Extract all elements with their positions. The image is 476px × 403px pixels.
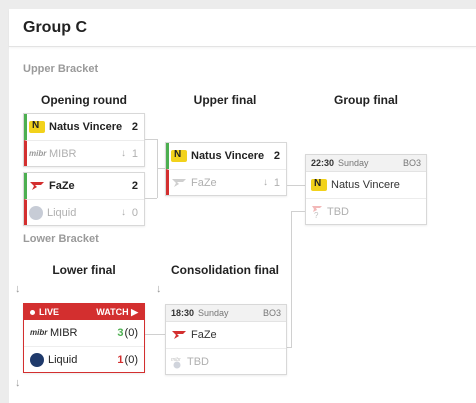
svg-text:?: ? (314, 211, 319, 219)
match-schedule-header: 18:30 Sunday BO3 (166, 305, 286, 322)
team-maps: (0) (124, 353, 138, 366)
upper-bracket-label: Upper Bracket (23, 63, 99, 75)
team-name: Natus Vincere (49, 121, 123, 133)
team-row-loser[interactable]: mibr MIBR ↓ 1 (24, 140, 144, 166)
faze-logo-icon (171, 329, 187, 341)
team-maps: (0) (124, 327, 138, 339)
team-score: 1 (131, 147, 138, 160)
bracket-connector (145, 139, 157, 140)
lower-final-title: Lower final (52, 263, 116, 277)
team-name: Natus Vincere (331, 179, 400, 191)
group-header: Group C (9, 9, 476, 47)
watch-button[interactable]: WATCH ▶ (96, 306, 138, 317)
team-row-winner[interactable]: Natus Vincere 2 (24, 114, 144, 140)
drop-down-arrow-icon: ↓ (263, 177, 268, 188)
side-down-arrow-icon: ↓ (15, 377, 21, 389)
tbd-logo-icon: mibr (171, 355, 183, 369)
consolidation-final-title: Consolidation final (171, 263, 279, 277)
mibr-logo-icon: mibr (29, 148, 47, 158)
match-time: 22:30 (311, 158, 335, 168)
team-row-tbd[interactable]: mibr TBD (166, 348, 286, 374)
bracket-connector (291, 211, 305, 212)
team-row-loser[interactable]: Liquid ↓ 0 (24, 199, 144, 225)
opening-match-1[interactable]: Natus Vincere 2 mibr MIBR ↓ 1 (23, 113, 145, 167)
group-final-title: Group final (334, 93, 398, 107)
lower-bracket-label: Lower Bracket (23, 233, 99, 245)
side-down-arrow-icon: ↓ (15, 283, 21, 295)
team-name: Liquid (48, 353, 78, 366)
group-final-match[interactable]: 22:30 Sunday BO3 Natus Vincere ? TBD (305, 154, 427, 225)
team-score: 2 (273, 150, 280, 162)
team-score: 2 (131, 180, 138, 192)
match-format: BO3 (402, 158, 421, 168)
bracket-connector (291, 211, 292, 347)
team-name: Natus Vincere (191, 150, 265, 162)
navi-logo-icon (171, 149, 187, 162)
faze-logo-icon (171, 177, 187, 189)
bracket-connector (287, 347, 292, 348)
bracket-connector (145, 334, 165, 335)
match-format: BO3 (262, 308, 281, 318)
svg-text:mibr: mibr (171, 357, 181, 363)
side-down-arrow-icon: ↓ (156, 283, 162, 295)
team-name: Liquid (47, 206, 77, 219)
live-header: LIVE WATCH ▶ (24, 304, 144, 320)
lower-final-match[interactable]: LIVE WATCH ▶ mibr MIBR 3(0) Liquid 1(0) (23, 303, 145, 373)
team-name: MIBR (50, 327, 78, 339)
team-name: TBD (187, 355, 209, 368)
upper-final-title: Upper final (193, 93, 257, 107)
drop-down-arrow-icon: ↓ (121, 148, 126, 159)
team-row-loser[interactable]: FaZe ↓ 1 (166, 169, 286, 195)
bracket-connector (287, 185, 305, 186)
live-label: LIVE (39, 307, 60, 317)
group-title: Group C (23, 19, 87, 36)
team-name: FaZe (49, 180, 75, 192)
navi-logo-icon (29, 120, 45, 133)
navi-logo-icon (311, 178, 327, 191)
opening-match-2[interactable]: FaZe 2 Liquid ↓ 0 (23, 172, 145, 226)
mibr-logo-icon: mibr (30, 328, 48, 337)
match-day: Sunday (338, 158, 369, 168)
live-dot-icon (30, 309, 35, 315)
team-row-tbd[interactable]: ? TBD (306, 198, 426, 224)
bracket-connector (145, 198, 157, 199)
team-row[interactable]: Natus Vincere (306, 172, 426, 198)
team-row-winner[interactable]: FaZe 2 (24, 173, 144, 199)
faze-logo-icon (29, 180, 45, 192)
team-score: 1 (273, 176, 280, 189)
team-score: 2 (131, 121, 138, 133)
match-day: Sunday (198, 308, 229, 318)
team-score: 3 (117, 327, 124, 339)
team-score: 1 (117, 353, 124, 366)
consolidation-final-match[interactable]: 18:30 Sunday BO3 FaZe mibr TBD (165, 304, 287, 375)
tbd-logo-icon: ? (311, 205, 323, 220)
liquid-logo-icon (29, 205, 43, 220)
opening-round-title: Opening round (41, 93, 127, 107)
team-row[interactable]: Liquid 1(0) (24, 346, 144, 372)
liquid-logo-icon (30, 352, 44, 367)
bracket-connector (157, 168, 165, 169)
upper-final-match[interactable]: Natus Vincere 2 FaZe ↓ 1 (165, 142, 287, 196)
team-name: FaZe (191, 176, 217, 189)
group-panel: Group C Upper Bracket Opening round Uppe… (9, 9, 476, 403)
team-name: FaZe (191, 329, 217, 341)
team-row[interactable]: mibr MIBR 3(0) (24, 320, 144, 346)
match-schedule-header: 22:30 Sunday BO3 (306, 155, 426, 172)
team-name: TBD (327, 205, 349, 218)
drop-down-arrow-icon: ↓ (121, 207, 126, 218)
team-row-winner[interactable]: Natus Vincere 2 (166, 143, 286, 169)
team-row[interactable]: FaZe (166, 322, 286, 348)
team-score: 0 (131, 206, 138, 219)
match-time: 18:30 (171, 308, 195, 318)
team-name: MIBR (49, 147, 77, 160)
